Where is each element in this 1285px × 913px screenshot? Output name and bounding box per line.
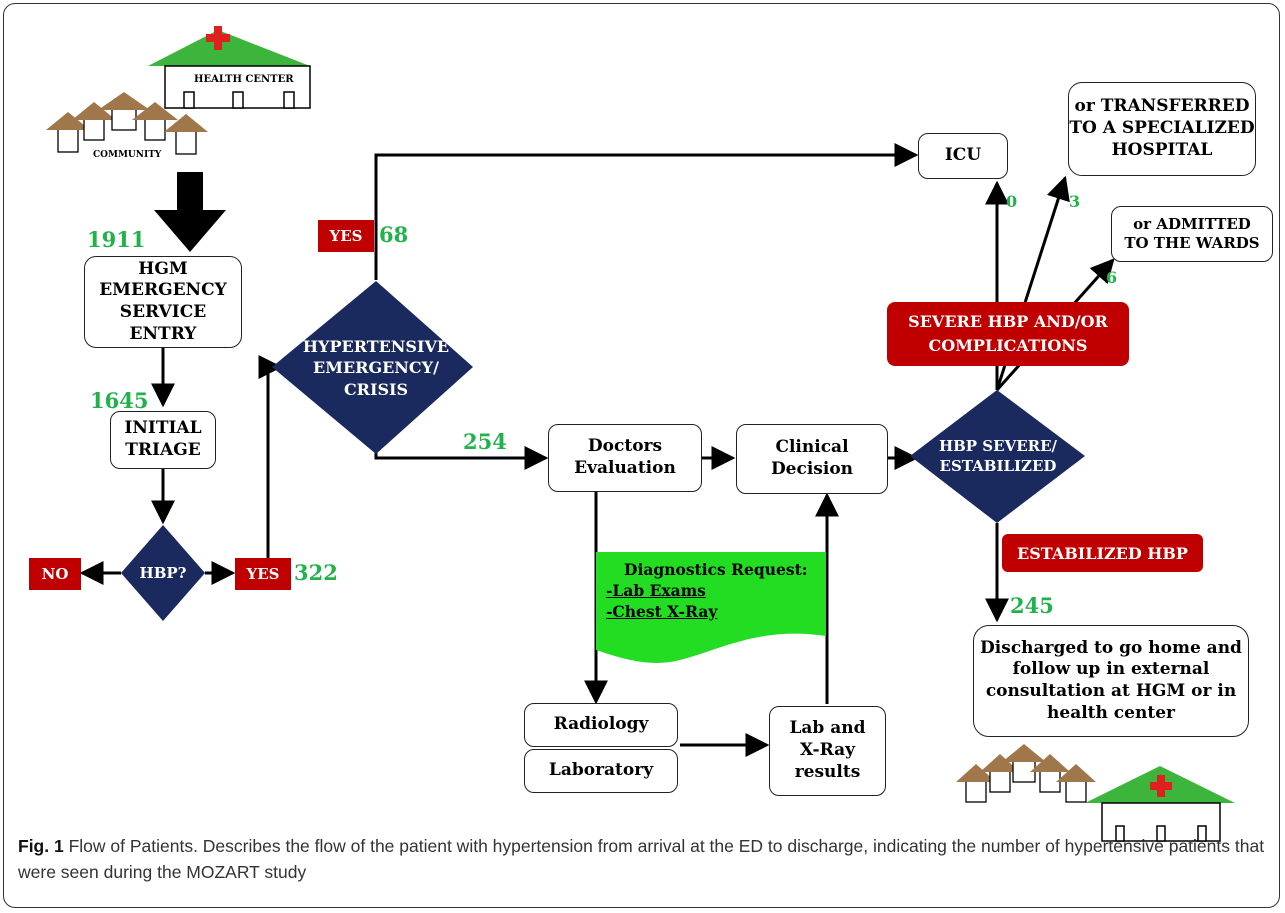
count-1645: 1645 [90, 388, 149, 413]
doctors-evaluation-box: Doctors Evaluation [548, 424, 702, 492]
diagnostics-note-shape [596, 552, 826, 663]
community-label: COMMUNITY [93, 150, 162, 160]
icu-box: ICU [918, 133, 1008, 179]
diagnostics-lab-exams: -Lab Exams [606, 580, 706, 600]
yes-tag-low: YES [235, 558, 291, 590]
discharged-box: Discharged to go home and follow up in e… [973, 625, 1249, 737]
diagnostics-title: Diagnostics Request: [624, 560, 808, 579]
community-icon-bottom [956, 744, 1096, 803]
count-0: 0 [1006, 192, 1018, 211]
count-254: 254 [463, 429, 507, 454]
yes-tag-top: YES [318, 220, 374, 252]
caption-text: Flow of Patients. Describes the flow of … [18, 836, 1265, 883]
count-245: 245 [1010, 593, 1054, 618]
count-1911: 1911 [87, 227, 146, 252]
hbp-question-label: HBP? [139, 563, 187, 582]
diagnostics-chest-xray: -Chest X-Ray [606, 601, 718, 621]
figure-frame [3, 3, 1280, 908]
health-center-icon [148, 26, 311, 109]
community-icon [46, 92, 208, 155]
lab-xray-results-box: Lab and X-Ray results [769, 706, 886, 796]
severe-complications-tag: SEVERE HBP AND/OR COMPLICATIONS [887, 302, 1129, 366]
hbp-question-diamond [121, 525, 205, 621]
clinical-decision-box: Clinical Decision [736, 424, 888, 494]
diagnostics-note: Diagnostics Request: -Lab Exams -Chest X… [606, 560, 820, 623]
hypertensive-emergency-label: HYPERTENSIVE EMERGENCY/ CRISIS [302, 336, 450, 399]
count-6: 6 [1106, 268, 1118, 287]
initial-triage-box: INITIAL TRIAGE [110, 411, 216, 469]
radiology-box: Radiology [524, 703, 678, 747]
figure-caption: Fig. 1 Flow of Patients. Describes the f… [18, 833, 1268, 886]
admitted-box: or ADMITTED TO THE WARDS [1111, 206, 1273, 262]
big-down-arrow [154, 172, 226, 252]
count-322: 322 [294, 560, 338, 585]
health-center-icon-bottom [1085, 766, 1235, 842]
hbp-severe-label: HBP SEVERE/ ESTABILIZED [938, 436, 1058, 475]
caption-label: Fig. 1 [18, 836, 64, 856]
transferred-box: or TRANSFERRED TO A SPECIALIZED HOSPITAL [1068, 82, 1256, 176]
count-68: 68 [379, 222, 409, 247]
laboratory-box: Laboratory [524, 749, 678, 793]
estabilized-hbp-tag: ESTABILIZED HBP [1002, 534, 1203, 572]
count-3: 3 [1069, 192, 1081, 211]
health-center-label: HEALTH CENTER [194, 74, 294, 85]
hbp-severe-diamond [910, 390, 1085, 523]
no-tag: NO [29, 558, 81, 590]
hgm-emergency-entry-box: HGM EMERGENCY SERVICE ENTRY [84, 256, 242, 348]
hypertensive-emergency-diamond [272, 281, 473, 454]
